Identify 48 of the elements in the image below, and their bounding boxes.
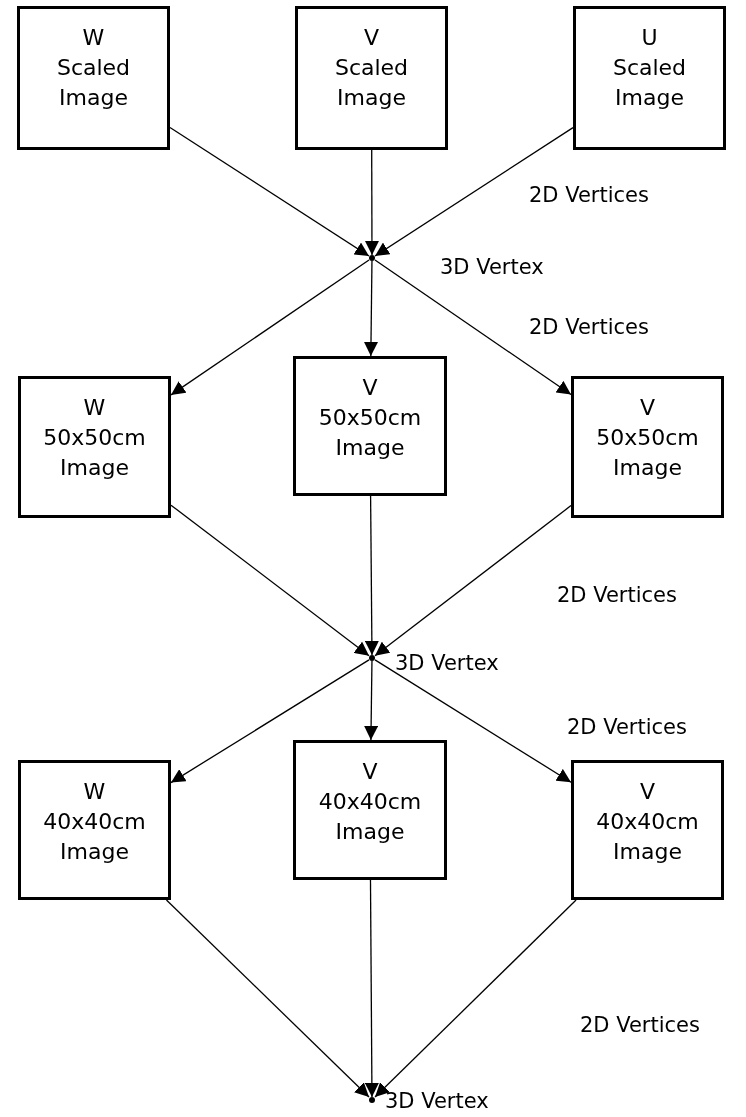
arrow [364,879,379,1098]
junction-point [369,655,375,661]
image-box [573,6,726,150]
image-box [18,376,171,518]
vertex-label: 3D Vertex [385,1088,489,1115]
arrow [170,259,370,396]
box-label: Scaled Image [611,54,688,112]
box-label: V [638,394,657,422]
vertex-label: 3D Vertex [440,254,544,281]
arrow [374,126,574,257]
box-label: 50x50cm Image [42,424,147,482]
image-box [18,760,171,900]
arrow [364,660,379,741]
box-label: 40x40cm Image [42,808,147,866]
box-label: Scaled Image [55,54,132,112]
box-label: 40x40cm Image [317,788,423,846]
arrow [364,495,379,656]
box-label: W [82,394,107,422]
image-box [295,6,448,150]
image-box [293,356,447,496]
arrow [374,899,577,1098]
image-box [571,760,724,900]
arrow [165,899,370,1098]
arrow [170,659,370,784]
image-box [17,6,170,150]
image-box [293,740,447,880]
arrow [364,260,378,357]
box-label: W [81,24,106,52]
arrow [364,149,379,256]
box-label: V [638,778,657,806]
box-label: V [361,758,379,786]
box-label: W [82,778,107,806]
arrow [374,259,572,396]
image-box [571,376,724,518]
junction-point [369,255,375,261]
box-label: 40x40cm Image [595,808,700,866]
box-label: Scaled Image [333,54,410,112]
box-label: V [362,24,381,52]
box-label: 50x50cm Image [595,424,700,482]
box-label: 50x50cm Image [317,404,423,462]
junction-point [369,1097,375,1103]
box-label: U [640,24,659,52]
arrow [170,504,370,657]
box-label: V [361,374,379,402]
arrow [169,126,370,257]
arrow [374,659,572,783]
vertex-label: 3D Vertex [395,650,499,677]
arrow [374,504,572,657]
